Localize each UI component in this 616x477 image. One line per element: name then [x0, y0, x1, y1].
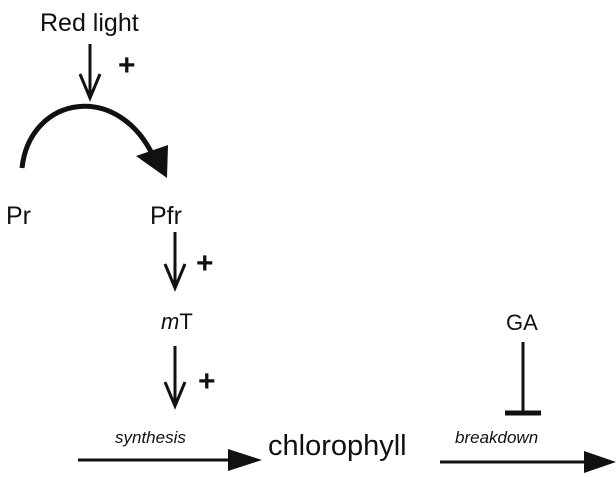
- synthesis-label: synthesis: [115, 428, 186, 447]
- red-light-label: Red light: [40, 9, 139, 37]
- mt-m-letter: m: [161, 309, 179, 334]
- pr-to-pfr-curved-arrow: [19, 103, 168, 178]
- pfr-label: Pfr: [150, 202, 182, 230]
- mt-t-letter: T: [179, 309, 192, 334]
- mt-plus-sign: +: [198, 365, 216, 398]
- synthesis-arrow: [78, 449, 262, 471]
- mt-label: mT: [161, 309, 193, 334]
- ga-inhibition-bar: [505, 342, 541, 416]
- pfr-plus-sign: +: [196, 247, 214, 280]
- ga-label: GA: [506, 310, 538, 335]
- red-light-plus-sign: +: [118, 49, 136, 82]
- pfr-to-mt-arrow: [163, 232, 187, 292]
- red-light-down-arrow: [78, 44, 102, 102]
- mt-to-synthesis-arrow: [163, 346, 187, 410]
- pr-label: Pr: [6, 202, 31, 230]
- chlorophyll-label: chlorophyll: [268, 430, 407, 462]
- breakdown-label: breakdown: [455, 428, 538, 447]
- breakdown-arrow: [440, 451, 616, 473]
